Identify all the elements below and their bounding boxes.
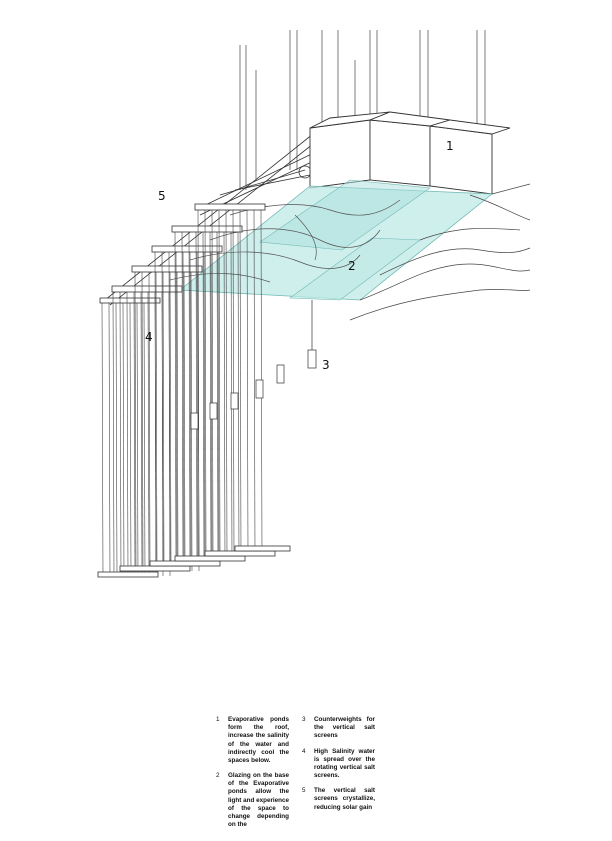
salt-screen-rod <box>182 251 185 567</box>
legend-text: High Salinity water is spread over the r… <box>314 747 375 780</box>
floor-slabs <box>349 183 531 321</box>
salt-screen-rod <box>112 291 115 577</box>
salt-screen-rod <box>122 302 125 578</box>
callout-5: 5 <box>158 189 166 203</box>
legend-text: Counterweights for the vertical salt scr… <box>314 716 375 740</box>
callout-4: 4 <box>145 330 153 344</box>
legend-column-left: 1 Evaporative ponds form the roof, incre… <box>213 716 289 836</box>
salt-screen-rod <box>136 302 139 578</box>
salt-screen-rod <box>119 291 122 577</box>
salt-screen-rod <box>223 231 226 562</box>
salt-screen-rod <box>246 209 249 557</box>
salt-screen-rod <box>237 231 240 562</box>
evaporative-pond-boxes <box>309 111 511 195</box>
salt-screen-rod <box>162 271 165 572</box>
salt-screen-rod <box>169 271 172 572</box>
callout-3: 3 <box>322 358 330 372</box>
salt-screen-rod <box>202 231 205 562</box>
salt-screen-rod <box>161 291 164 577</box>
legend-number: 1 <box>216 716 220 723</box>
legend-number: 2 <box>216 772 220 780</box>
salt-screen-rod <box>141 271 144 572</box>
salt-screen-rod <box>174 231 177 562</box>
salt-screen-rod <box>216 231 219 562</box>
salt-screen-rod <box>148 271 151 572</box>
legend-item-3: 3 Counterweights for the vertical salt s… <box>299 716 375 741</box>
salt-screen-rod <box>115 302 118 578</box>
salt-screen-rod <box>168 291 171 577</box>
salt-screen-rod <box>204 209 207 557</box>
legend-text: Glazing on the base of the Evaporative p… <box>228 772 289 829</box>
legend-text: The vertical salt screens crystallize, r… <box>314 787 375 811</box>
legend-column-right: 3 Counterweights for the vertical salt s… <box>299 716 375 819</box>
legend-item-2: 2 Glazing on the base of the Evaporative… <box>213 772 289 829</box>
salt-screen-rod <box>181 231 184 562</box>
callout-1: 1 <box>446 139 454 153</box>
salt-screen-rod <box>126 291 129 577</box>
salt-screen-rod <box>134 271 137 572</box>
legend-text: Evaporative ponds form the roof, increas… <box>228 716 289 764</box>
salt-screen-rod <box>108 302 111 578</box>
legend-number: 4 <box>302 747 306 755</box>
salt-screen-rod <box>203 251 206 567</box>
legend-number: 3 <box>302 716 306 723</box>
salt-screen-rod <box>218 209 221 557</box>
salt-screen-rod <box>143 302 146 578</box>
salt-screen-rod <box>253 209 256 557</box>
salt-screen-rod <box>239 209 242 557</box>
callout-2: 2 <box>348 259 356 273</box>
salt-screen-rod <box>147 291 150 577</box>
vertical-salt-screens <box>101 209 263 578</box>
salt-screen-rod <box>189 251 192 567</box>
salt-screen-rod <box>217 251 220 567</box>
salt-screen-rod <box>101 302 104 578</box>
legend-item-1: 1 Evaporative ponds form the roof, incre… <box>213 716 289 765</box>
salt-screen-rod <box>133 291 136 577</box>
distribution-headers <box>99 203 266 304</box>
salt-screen-rod <box>129 302 132 578</box>
salt-screen-rod <box>176 271 179 572</box>
salt-screen-rod <box>211 209 214 557</box>
salt-screen-rod <box>209 231 212 562</box>
roof-truss <box>104 129 321 306</box>
salt-screen-rod <box>225 209 228 557</box>
salt-screen-rod <box>183 271 186 572</box>
salt-screen-rod <box>175 251 178 567</box>
counterweights <box>190 300 317 430</box>
salt-screen-rod <box>154 291 157 577</box>
salt-screen-rod <box>155 271 158 572</box>
glazed-pond-base <box>178 179 494 301</box>
legend-number: 5 <box>302 787 306 795</box>
salt-screen-rod <box>188 231 191 562</box>
salt-screen-rod <box>197 271 200 572</box>
salt-screen-rod <box>232 209 235 557</box>
salt-screen-rod <box>195 231 198 562</box>
legend-item-5: 5 The vertical salt screens crystallize,… <box>299 787 375 812</box>
legend-item-4: 4 High Salinity water is spread over the… <box>299 748 375 781</box>
suspension-rods <box>239 30 486 190</box>
axonometric-drawing <box>97 30 531 578</box>
bottom-rails <box>97 545 291 578</box>
salt-screen-rod <box>196 251 199 567</box>
salt-screen-rod <box>140 291 143 577</box>
